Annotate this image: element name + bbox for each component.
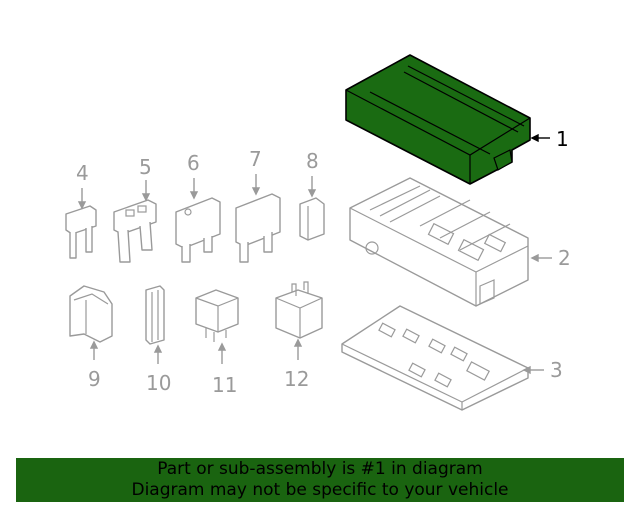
callout-1: 1 — [556, 127, 569, 151]
part-7-maxi-fuse[interactable] — [235, 193, 281, 263]
callout-4: 4 — [76, 161, 89, 185]
part-8-diode[interactable] — [299, 197, 325, 241]
info-banner: Part or sub-assembly is #1 in diagram Di… — [16, 458, 624, 502]
parts-diagram: 1 2 3 4 5 6 7 8 9 10 11 12 — [65, 54, 571, 411]
part-6-fuse[interactable] — [175, 197, 221, 263]
banner-line-1: Part or sub-assembly is #1 in diagram — [157, 459, 483, 479]
callout-2: 2 — [558, 246, 571, 270]
callout-5: 5 — [139, 155, 152, 179]
leader-lines — [77, 133, 552, 375]
callout-3: 3 — [550, 358, 563, 382]
callout-9: 9 — [88, 367, 101, 391]
part-11-relay[interactable] — [195, 289, 239, 342]
part-2-fuse-box[interactable] — [349, 177, 529, 307]
callout-7: 7 — [249, 147, 262, 171]
part-12-relay[interactable] — [275, 281, 323, 339]
callout-8: 8 — [306, 149, 319, 173]
callout-10: 10 — [146, 371, 171, 395]
part-10-terminal[interactable] — [145, 285, 165, 345]
part-1-cover[interactable] — [345, 54, 531, 185]
callout-6: 6 — [187, 151, 200, 175]
part-9-clip[interactable] — [69, 285, 113, 343]
banner-line-2: Diagram may not be specific to your vehi… — [131, 480, 509, 500]
part-5-fuse[interactable] — [113, 199, 157, 263]
callout-12: 12 — [284, 367, 309, 391]
part-3-tray[interactable] — [341, 305, 529, 411]
part-4-mini-fuse[interactable] — [65, 205, 97, 259]
callout-11: 11 — [212, 373, 237, 397]
